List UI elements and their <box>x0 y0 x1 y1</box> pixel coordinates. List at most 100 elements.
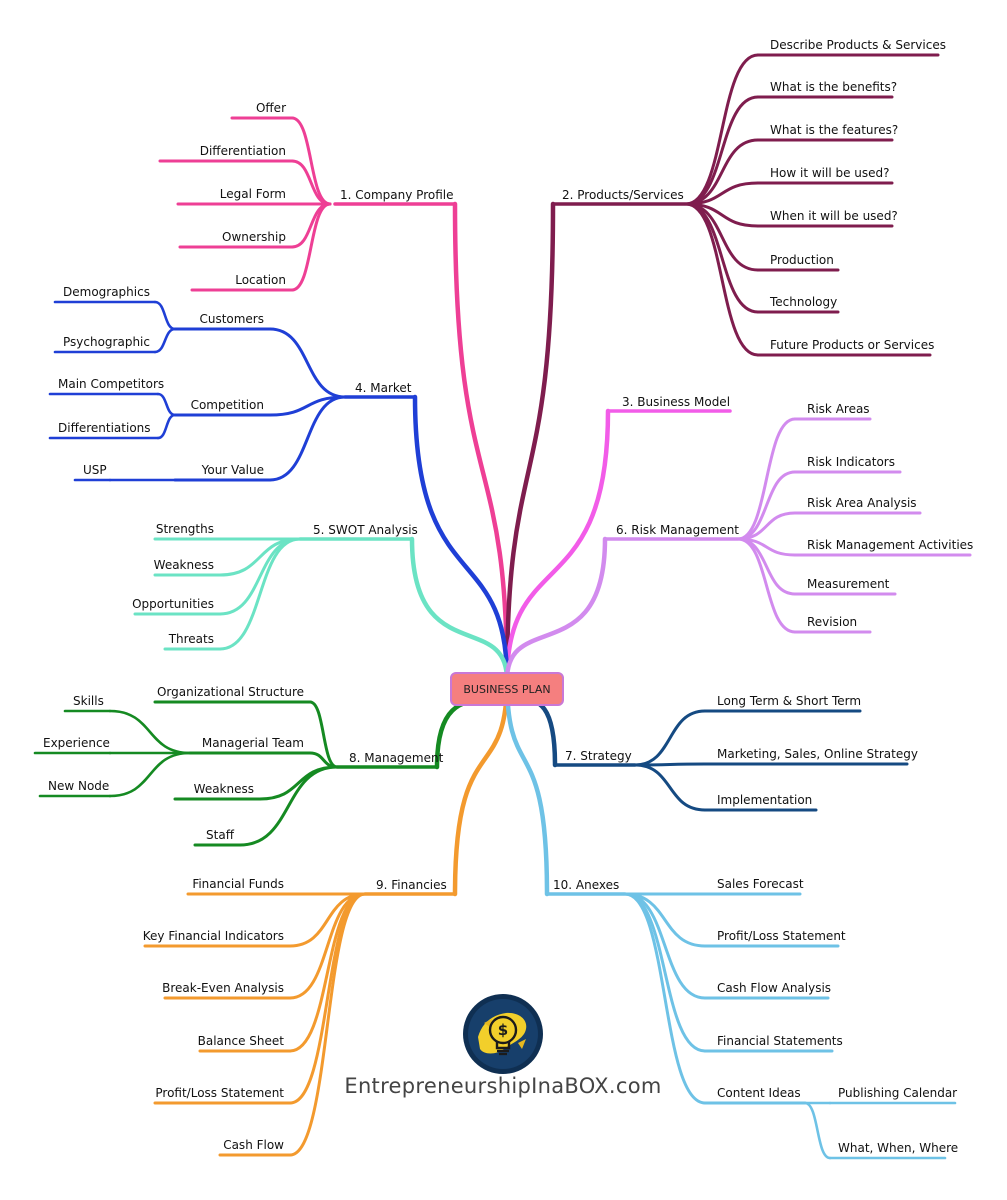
branch-4-label[interactable]: 4. Market <box>355 381 412 395</box>
branch-7-child-1-connector <box>633 709 707 767</box>
branch-5-connector <box>409 536 510 683</box>
branch-2-child-3-label[interactable]: What is the features? <box>770 123 898 137</box>
branch-7-child-3-connector <box>633 763 707 812</box>
branch-2-child-6-label[interactable]: Production <box>770 253 834 267</box>
branch-9-child-2-label[interactable]: Key Financial Indicators <box>143 929 284 943</box>
branch-4-child-1-sub-1-label[interactable]: Demographics <box>63 285 150 299</box>
branch-4-child-2-sub-1-connector <box>156 392 177 417</box>
branch-4-child-1-connector <box>268 327 347 399</box>
branch-9-child-4-label[interactable]: Balance Sheet <box>198 1034 285 1048</box>
branch-2-child-4-label[interactable]: How it will be used? <box>770 166 890 180</box>
branch-9-connector <box>452 677 510 897</box>
branch-9-child-6-connector <box>288 892 367 1157</box>
branch-1-child-5-connector <box>290 202 332 292</box>
branch-5-child-2-connector <box>218 537 302 577</box>
branch-10-child-3-label[interactable]: Cash Flow Analysis <box>717 981 831 995</box>
branch-2-child-8-connector <box>684 202 760 357</box>
branch-8-child-2-sub-3-label[interactable]: New Node <box>48 779 109 793</box>
branch-9-child-5-connector <box>288 892 367 1105</box>
branch-2-child-3-connector <box>684 138 760 206</box>
branch-5-child-3-connector <box>218 537 302 616</box>
branch-4-child-1-sub-2-label[interactable]: Psychographic <box>63 335 150 349</box>
branch-5-child-4-label[interactable]: Threats <box>168 632 214 646</box>
branch-7-child-2-label[interactable]: Marketing, Sales, Online Strategy <box>717 747 918 761</box>
branch-1-child-1-label[interactable]: Offer <box>256 101 286 115</box>
branch-9-child-6-label[interactable]: Cash Flow <box>223 1138 284 1152</box>
branch-8-label[interactable]: 8. Management <box>349 751 444 765</box>
branch-5-child-4-connector <box>218 537 302 651</box>
branch-2-connector <box>504 201 556 683</box>
branch-2-child-2-connector <box>684 95 760 206</box>
branch-7-label[interactable]: 7. Strategy <box>565 749 632 763</box>
svg-text:$: $ <box>498 1021 508 1039</box>
branch-3-connector <box>504 408 611 683</box>
branch-1-child-2-label[interactable]: Differentiation <box>200 144 286 158</box>
branch-7-child-3-label[interactable]: Implementation <box>717 793 812 807</box>
lightbulb-dollar-logo-icon: $ <box>463 994 543 1074</box>
branch-4-child-2-sub-2-label[interactable]: Differentiations <box>58 421 151 435</box>
branch-8-child-4-connector <box>238 765 339 847</box>
branch-8-child-2-sub-1-label[interactable]: Skills <box>73 694 104 708</box>
branch-10-child-5-label[interactable]: Content Ideas <box>717 1086 801 1100</box>
branch-6-child-1-connector <box>736 417 797 541</box>
branch-2-child-5-label[interactable]: When it will be used? <box>770 209 898 223</box>
branch-4-child-2-connector <box>268 395 347 417</box>
root-label: BUSINESS PLAN <box>463 682 551 696</box>
branch-10-child-2-label[interactable]: Profit/Loss Statement <box>717 929 846 943</box>
branch-8-child-3-label[interactable]: Weakness <box>194 782 254 796</box>
branch-4-child-1-sub-2-connector <box>153 327 177 354</box>
branch-9-child-1-label[interactable]: Financial Funds <box>192 877 284 891</box>
branch-5-label[interactable]: 5. SWOT Analysis <box>313 523 418 537</box>
branch-6-child-6-label[interactable]: Revision <box>807 615 857 629</box>
branch-9-label[interactable]: 9. Financies <box>376 878 447 892</box>
branch-8-child-1-label[interactable]: Organizational Structure <box>157 685 304 699</box>
branch-10-child-4-label[interactable]: Financial Statements <box>717 1034 843 1048</box>
branch-2-child-7-label[interactable]: Technology <box>769 295 837 309</box>
branch-6-child-3-label[interactable]: Risk Area Analysis <box>807 496 917 510</box>
branch-7-child-1-label[interactable]: Long Term & Short Term <box>717 694 861 708</box>
branch-4-child-2-label[interactable]: Competition <box>191 398 264 412</box>
branch-6-child-2-label[interactable]: Risk Indicators <box>807 455 895 469</box>
branch-2-child-8-label[interactable]: Future Products or Services <box>770 338 934 352</box>
branch-5-child-2-label[interactable]: Weakness <box>154 558 214 572</box>
branch-4-child-1-label[interactable]: Customers <box>199 312 264 326</box>
branch-6-child-2-connector <box>736 470 797 541</box>
branch-8-child-3-connector <box>258 765 339 801</box>
branch-5-child-3-label[interactable]: Opportunities <box>132 597 214 611</box>
branch-1-child-5-label[interactable]: Location <box>235 273 286 287</box>
branch-2-child-2-label[interactable]: What is the benefits? <box>770 80 897 94</box>
branch-8-child-2-label[interactable]: Managerial Team <box>202 736 304 750</box>
branch-4-child-3-sub-1-label[interactable]: USP <box>83 463 107 477</box>
branch-1-child-4-label[interactable]: Ownership <box>222 230 286 244</box>
branch-1-child-3-label[interactable]: Legal Form <box>220 187 286 201</box>
branch-6-child-4-label[interactable]: Risk Management Activities <box>807 538 973 552</box>
branch-9-child-5-label[interactable]: Profit/Loss Statement <box>155 1086 284 1100</box>
branch-1-label[interactable]: 1. Company Profile <box>340 188 453 202</box>
branch-6-child-5-label[interactable]: Measurement <box>807 577 890 591</box>
brand-website[interactable]: EntrepreneurshipInaBOX.com <box>344 1074 662 1098</box>
branch-10-child-5-sub-1-label[interactable]: Publishing Calendar <box>838 1086 957 1100</box>
branch-8-child-2-sub-1-connector <box>108 709 192 755</box>
branch-6-child-1-label[interactable]: Risk Areas <box>807 402 870 416</box>
root-node[interactable]: BUSINESS PLAN <box>450 672 564 706</box>
branch-1-connector <box>452 201 510 683</box>
branch-8-child-2-sub-2-label[interactable]: Experience <box>43 736 110 750</box>
branch-5-child-1-label[interactable]: Strengths <box>156 522 214 536</box>
branch-4-connector <box>412 394 510 683</box>
branch-6-child-6-connector <box>736 537 797 634</box>
branch-10-child-1-label[interactable]: Sales Forecast <box>717 877 804 891</box>
branch-4-child-2-sub-2-connector <box>156 413 177 440</box>
branch-6-label[interactable]: 6. Risk Management <box>616 523 739 537</box>
branch-8-child-4-label[interactable]: Staff <box>206 828 235 842</box>
branch-2-child-7-connector <box>684 202 760 314</box>
branch-2-label[interactable]: 2. Products/Services <box>562 188 684 202</box>
branch-2-child-1-label[interactable]: Describe Products & Services <box>770 38 946 52</box>
branch-9-child-3-label[interactable]: Break-Even Analysis <box>162 981 284 995</box>
branch-10-child-5-sub-2-label[interactable]: What, When, Where <box>838 1141 958 1155</box>
branch-10-label[interactable]: 10. Anexes <box>553 878 619 892</box>
branch-4-child-2-sub-1-label[interactable]: Main Competitors <box>58 377 164 391</box>
branch-3-label[interactable]: 3. Business Model <box>622 395 730 409</box>
branch-4-child-3-label[interactable]: Your Value <box>201 463 264 477</box>
